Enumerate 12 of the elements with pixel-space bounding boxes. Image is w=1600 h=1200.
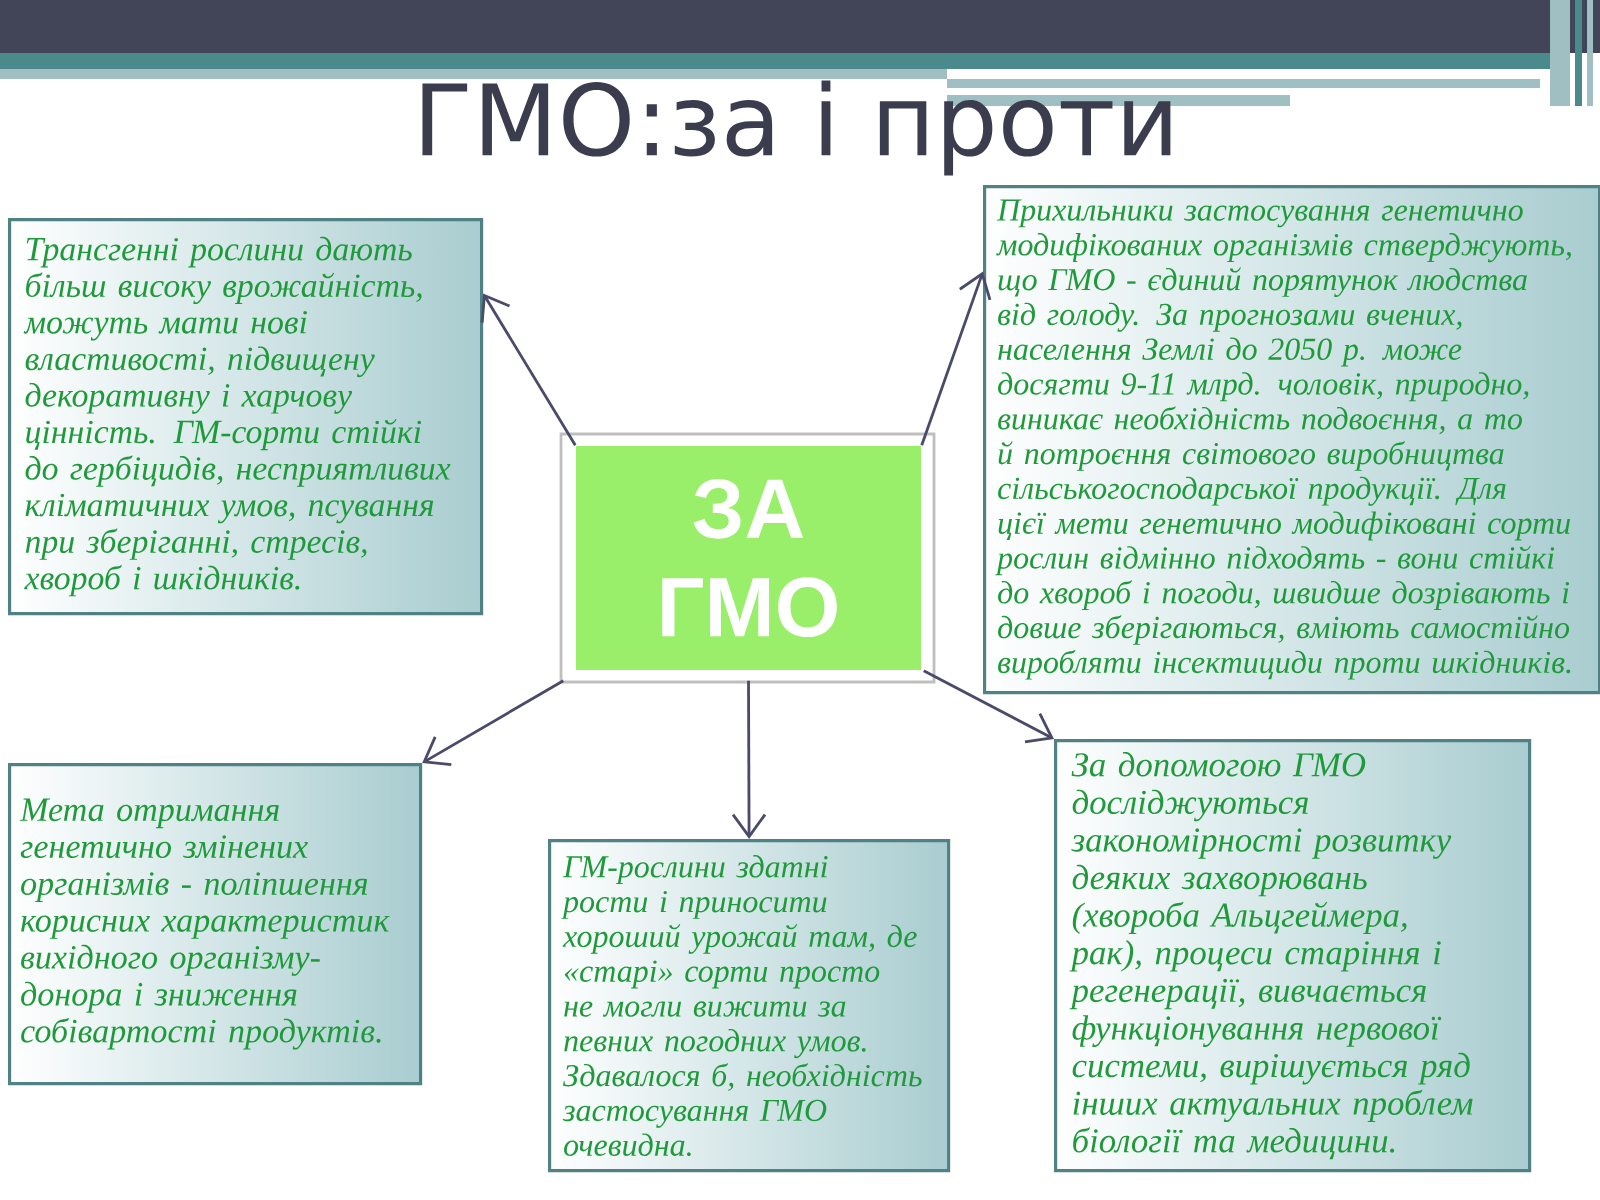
text-box: ГМ-рослини здатні рости і приносити хороший урожай там, де «старі» сорти просто не могли вижити за певних погодних умов. Здавалося б, необхідність застосування ГМО очевидна.	[548, 839, 951, 1173]
arrow	[731, 680, 767, 839]
arrow	[923, 669, 1055, 744]
text-box: Трансгенні рослини дають більш високу врожайність, можуть мати нові властивості, підвищену декоративну і харчову цінність. ГМ-сорти стійкі до гербіцидів, несприятливих кліматичних умов, псування при зберіганні, стресів, хвороб і шкідників.	[8, 218, 484, 616]
text-box: Прихильники застосування генетично модифікованих організмів стверджують, що ГМО - єдиний порятунок людства від голоду. За прогнозами вчених, населення Землі до 2050 р. може досягти 9-11 млрд. чоловік, природно, виникає необхідність подвоєння, а то й потроєння світового виробництва сільськогосподарської продукції. Для цієї мети генетично модифіковані сорти рослин відмінно підходять - вони стійкі до хвороб і погоди, швидше дозрівають і довше зберігаються, вміють самостійно виробляти інсектициди проти шкідників.	[983, 185, 1600, 695]
arrow	[422, 679, 564, 766]
text-box: За допомогою ГМО досліджуються закономірності розвитку деяких захворювань (хвороба Альцгеймера, рак), процеси старіння і регенерації, вивчається функціонування нервової системи, вирішується ряд інших актуальних проблем біології та медицини.	[1054, 739, 1532, 1173]
arrow	[480, 293, 577, 447]
arrow	[920, 271, 992, 446]
text-box: Мета отримання генетично змінених організмів - поліпшення корисних характеристик вихідного організму-донора і зниження собівартості продуктів.	[8, 763, 423, 1086]
title: ГМО:за і проти	[422, 80, 1171, 176]
center-box: ЗА ГМО	[559, 432, 936, 684]
